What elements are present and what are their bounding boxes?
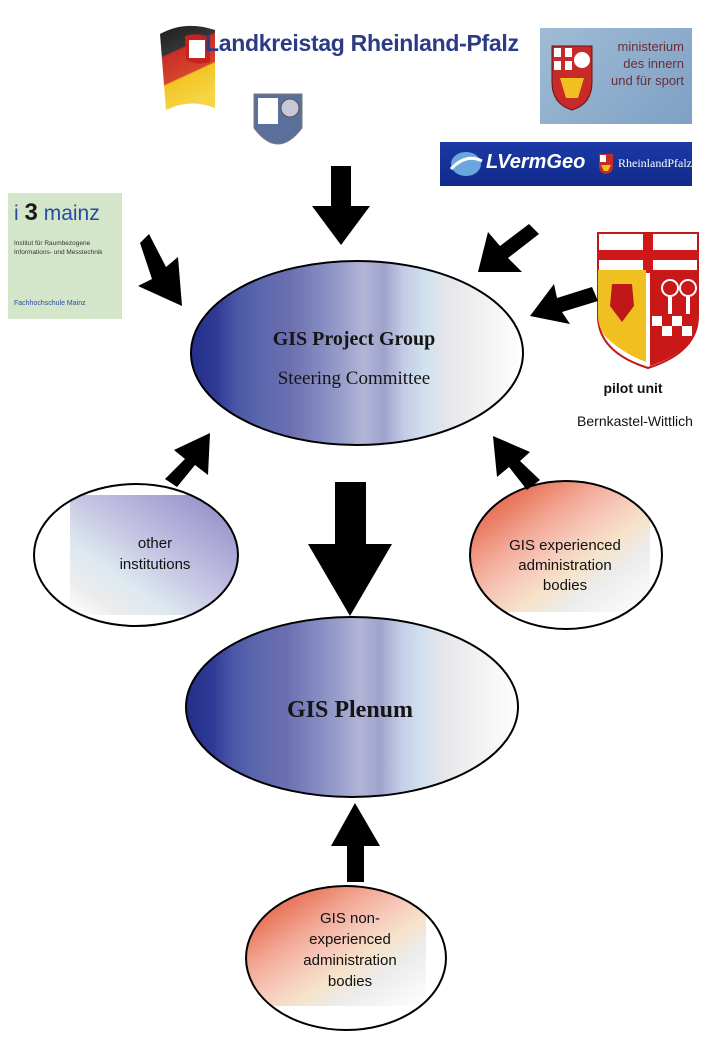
ministerium-line-2: des innern [623, 56, 684, 71]
other-institutions-line-1: other [137, 535, 173, 552]
i3mainz-suffix: mainz [43, 202, 100, 225]
i3mainz-prefix: i [14, 202, 19, 225]
rheinland-pfalz-wordmark: RheinlandPfalz [618, 156, 692, 170]
rlp-small-crest-icon [599, 154, 613, 174]
experienced-line-2: administration [518, 557, 612, 574]
other-institutions-line-2: institutions [119, 556, 191, 573]
arrow-from-i3mainz-icon [138, 234, 182, 306]
lvermgeo-wordmark: LVermGeo [486, 151, 586, 173]
landkreistag-logo-text: Landkreistag Rheinland-Pfalz [205, 30, 519, 56]
arrow-up-bottom-icon [331, 803, 380, 882]
arrow-big-down-icon [308, 482, 392, 616]
non-experienced-bodies-ellipse [245, 885, 447, 1031]
arrow-from-pilot-unit-icon [530, 284, 598, 324]
i3mainz-number: 3 [24, 199, 38, 226]
experienced-bodies-ellipse [469, 480, 663, 630]
i3mainz-logo: i 3 mainz Institut für Raumbezogene Info… [8, 193, 122, 319]
experienced-line-3: bodies [542, 577, 588, 594]
globe-swoosh-icon [449, 152, 483, 176]
other-institutions-ellipse [33, 483, 239, 627]
landkreistag-logo [160, 25, 303, 145]
ministerium-logo: ministerium des innern und für sport [540, 28, 692, 124]
arrow-from-other-institutions-icon [165, 433, 210, 487]
i3mainz-footer: Fachhochschule Mainz [14, 300, 86, 307]
experienced-bodies-label: GIS experienced administration bodies [470, 536, 660, 596]
ministerium-line-3: und für sport [611, 73, 684, 88]
plenum-title: GIS Plenum [286, 697, 414, 723]
experienced-line-1: GIS experienced [509, 537, 621, 554]
plenum-ellipse [185, 616, 519, 798]
non-experienced-bodies-label: GIS non- experienced administration bodi… [285, 908, 415, 992]
project-group-subtitle: Steering Committee [277, 368, 431, 389]
non-experienced-line-3: administration [303, 952, 397, 969]
arrow-down-top-icon [312, 166, 370, 245]
lvermgeo-logo: LVermGeo RheinlandPfalz [440, 142, 692, 186]
i3mainz-subtitle: Institut für Raumbezogene Informations- … [14, 240, 103, 256]
pilot-unit-name: Bernkastel-Wittlich [577, 413, 693, 429]
pilot-unit-title: pilot unit [603, 380, 663, 396]
project-group-ellipse [190, 260, 524, 446]
rlp-crest-icon [551, 45, 593, 111]
non-experienced-line-4: bodies [327, 973, 373, 990]
arrow-from-lvermgeo-icon [478, 224, 539, 272]
non-experienced-line-2: experienced [309, 931, 391, 948]
ministerium-line-1: ministerium [617, 39, 684, 54]
i3mainz-wordmark: i 3 mainz [14, 199, 100, 227]
project-group-title: GIS Project Group [272, 328, 436, 350]
bernkastel-wittlich-coat-of-arms-icon [597, 232, 699, 370]
arrow-from-experienced-bodies-icon [493, 436, 540, 490]
non-experienced-line-1: GIS non- [319, 910, 381, 927]
